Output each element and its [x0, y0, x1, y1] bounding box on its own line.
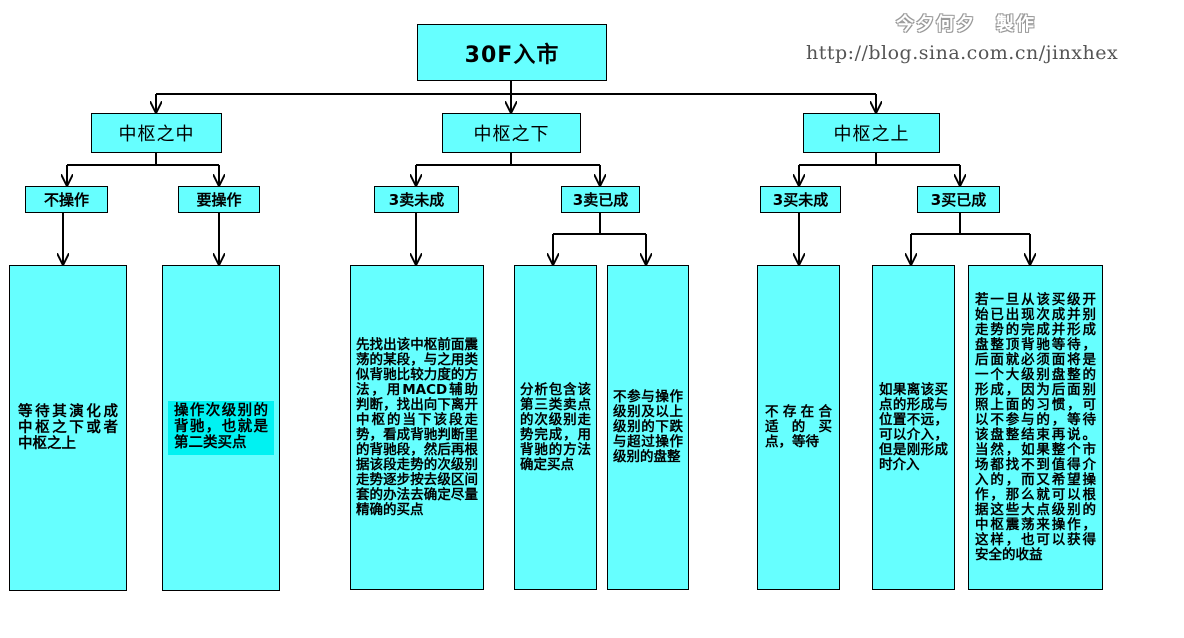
sub-node-operate: 要操作: [178, 186, 260, 213]
sub-node-sell3-not-formed: 3卖未成: [374, 186, 459, 213]
leaf-text: 操作次级别的背驰，也就是第二类买点: [168, 401, 274, 455]
sub-node-sell3-formed: 3卖已成: [561, 186, 640, 213]
sub-branch-label: 3卖未成: [388, 191, 445, 209]
leaf-text: 不参与操作级别及以上级别的下跌与超过操作级别的盘整: [613, 389, 683, 465]
leaf-enter-near: 如果离该买点的形成与位置不远，可以介入，但是刚形成时介入: [872, 265, 955, 590]
leaf-text: 分析包含该第三类卖点的次级别走势完成，用背驰的方法确定买点: [520, 381, 591, 473]
root-node: 30F入市: [417, 24, 607, 81]
branch-label: 中枢之下: [473, 124, 550, 145]
author-watermark: 今夕何夕 製作: [896, 14, 1036, 35]
blog-url-watermark: http://blog.sina.com.cn/jinxhex: [806, 42, 1119, 64]
leaf-text: 先找出该中枢前面震荡的某段，与之用类似背驰比较力度的方法，用MACD辅助判断，找…: [356, 336, 478, 518]
sub-node-buy3-formed: 3买已成: [917, 186, 1000, 213]
sub-node-buy3-not-formed: 3买未成: [760, 186, 841, 213]
leaf-text: 如果离该买点的形成与位置不远，可以介入，但是刚形成时介入: [879, 381, 948, 473]
leaf-no-buy-point: 不存在合适的买点，等待: [757, 265, 840, 590]
branch-node-above: 中枢之上: [803, 113, 940, 153]
leaf-large-consolidation: 若一旦从该买级开始已出现次成并别走势的完成并形成盘整顶背驰等待，后面就必须面将是…: [968, 265, 1103, 590]
sub-node-no-operate: 不操作: [25, 186, 108, 213]
leaf-third-sell-analysis: 分析包含该第三类卖点的次级别走势完成，用背驰的方法确定买点: [514, 265, 597, 590]
branch-label: 中枢之中: [118, 124, 195, 145]
sub-branch-label: 3买已成: [930, 191, 987, 209]
leaf-divergence-segment: 先找出该中枢前面震荡的某段，与之用类似背驰比较力度的方法，用MACD辅助判断，找…: [350, 265, 484, 590]
branch-node-middle: 中枢之中: [91, 113, 222, 153]
leaf-wait-evolve: 等待其演化成中枢之下或者中枢之上: [9, 265, 127, 591]
root-label: 30F入市: [464, 42, 560, 68]
leaf-text: 等待其演化成中枢之下或者中枢之上: [18, 404, 118, 452]
leaf-second-buy-point: 操作次级别的背驰，也就是第二类买点: [162, 265, 280, 591]
leaf-text: 不存在合适的买点，等待: [765, 404, 832, 450]
leaf-no-participate: 不参与操作级别及以上级别的下跌与超过操作级别的盘整: [607, 265, 689, 590]
sub-branch-label: 3买未成: [772, 191, 829, 209]
sub-branch-label: 要操作: [196, 191, 242, 209]
branch-label: 中枢之上: [833, 124, 910, 145]
branch-node-below: 中枢之下: [442, 113, 581, 153]
leaf-text: 若一旦从该买级开始已出现次成并别走势的完成并形成盘整顶背驰等待，后面就必须面将是…: [975, 291, 1096, 563]
sub-branch-label: 不操作: [43, 191, 89, 209]
sub-branch-label: 3卖已成: [572, 191, 629, 209]
